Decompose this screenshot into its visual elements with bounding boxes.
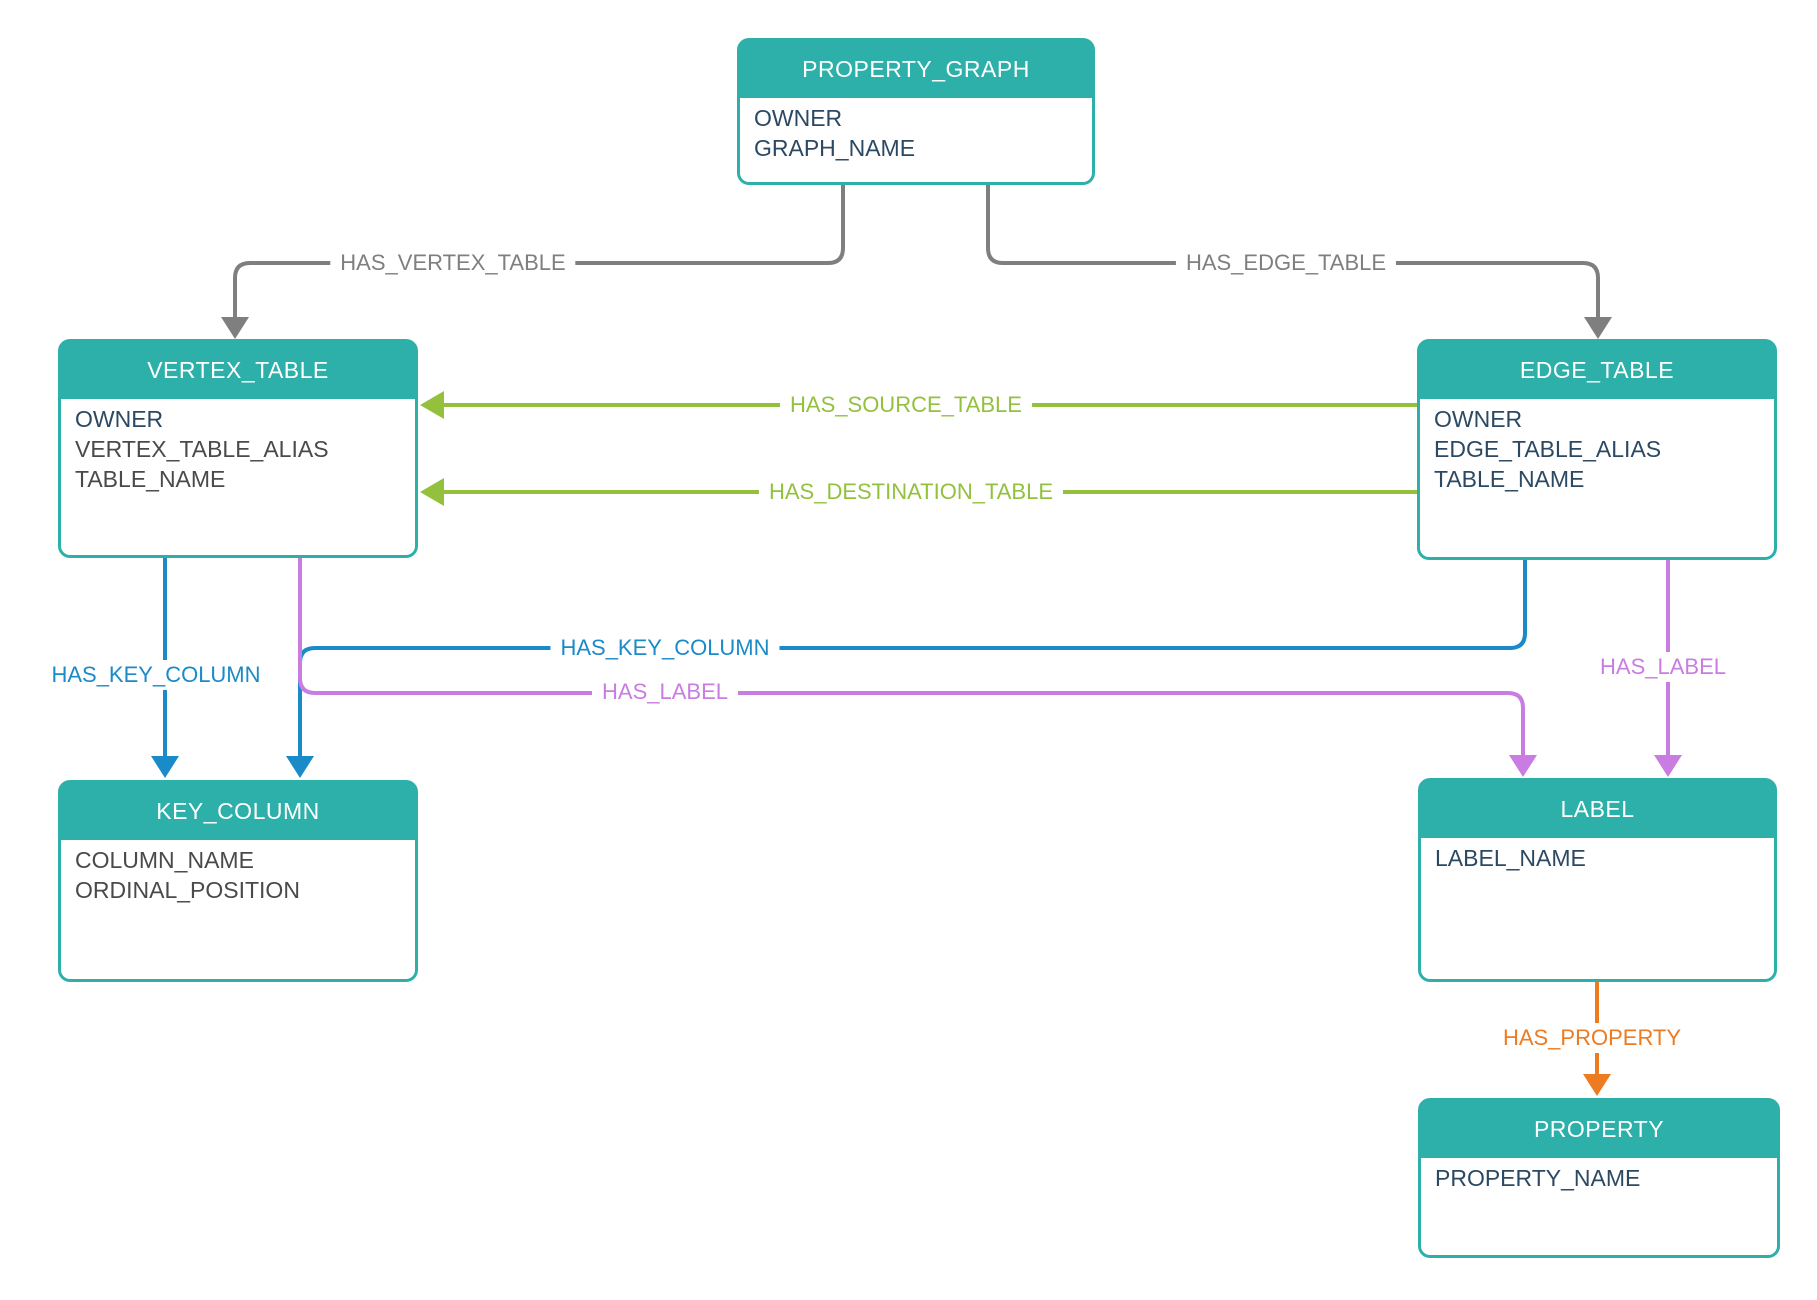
field-row: OWNER (754, 103, 1078, 133)
field-row: TABLE_NAME (1434, 464, 1760, 494)
edge-label-has-label-cross: HAS_LABEL (592, 677, 738, 707)
field-text: VERTEX_TABLE_ALIAS (75, 436, 329, 462)
edge-label-text: HAS_VERTEX_TABLE (340, 250, 566, 275)
field-row: OWNER (75, 404, 401, 434)
entity-property-graph-fields: OWNER GRAPH_NAME (740, 97, 1092, 163)
edge-label-text: HAS_LABEL (602, 679, 728, 704)
field-text: OWNER (1434, 406, 1523, 432)
edge-label-has-key-column-cross: HAS_KEY_COLUMN (550, 633, 780, 663)
field-text: GRAPH_NAME (754, 135, 916, 161)
edge-label-text: HAS_LABEL (1600, 654, 1726, 679)
entity-title-text: EDGE_TABLE (1519, 356, 1675, 383)
field-text: EDGE_TABLE_ALIAS (1434, 436, 1662, 462)
has-label-cross-arrowhead (1509, 755, 1537, 777)
entity-property: PROPERTY PROPERTY_NAME (1418, 1098, 1780, 1258)
entity-edge-table: EDGE_TABLE OWNER EDGE_TABLE_ALIAS TABLE_… (1417, 339, 1777, 560)
field-row: VERTEX_TABLE_ALIAS (75, 434, 401, 464)
entity-vertex-table-fields: OWNER VERTEX_TABLE_ALIAS TABLE_NAME (61, 398, 415, 494)
field-text: OWNER (754, 105, 843, 131)
field-text: LABEL_NAME (1435, 845, 1586, 871)
field-text: PROPERTY_NAME (1435, 1165, 1641, 1191)
entity-vertex-table-title: VERTEX_TABLE (60, 341, 416, 399)
entity-property-graph-title: PROPERTY_GRAPH (739, 40, 1093, 98)
field-row: TABLE_NAME (75, 464, 401, 494)
has-vertex-table-arrowhead (221, 317, 249, 339)
edge-label-text: HAS_KEY_COLUMN (51, 662, 261, 687)
entity-edge-table-title: EDGE_TABLE (1419, 341, 1775, 399)
entity-vertex-table: VERTEX_TABLE OWNER VERTEX_TABLE_ALIAS TA… (58, 339, 418, 558)
field-text: TABLE_NAME (75, 466, 226, 492)
edge-label-has-vertex-table: HAS_VERTEX_TABLE (330, 248, 576, 278)
edge-label-has-property: HAS_PROPERTY (1492, 1023, 1692, 1053)
has-key-column-cross-connector (298, 560, 1527, 756)
field-row: ORDINAL_POSITION (75, 875, 401, 905)
has-label-right-arrowhead (1654, 755, 1682, 777)
field-text: ORDINAL_POSITION (75, 877, 300, 903)
field-text: TABLE_NAME (1434, 466, 1585, 492)
edge-label-has-label-right: HAS_LABEL (1590, 652, 1736, 682)
edge-label-has-source-table: HAS_SOURCE_TABLE (780, 390, 1032, 420)
edge-label-has-destination-table: HAS_DESTINATION_TABLE (758, 477, 1064, 507)
field-row: GRAPH_NAME (754, 133, 1078, 163)
field-row: LABEL_NAME (1435, 843, 1760, 873)
field-row: COLUMN_NAME (75, 845, 401, 875)
entity-key-column-fields: COLUMN_NAME ORDINAL_POSITION (61, 839, 415, 905)
edge-label-text: HAS_PROPERTY (1502, 1025, 1682, 1050)
entity-property-fields: PROPERTY_NAME (1421, 1157, 1777, 1193)
edge-label-text: HAS_DESTINATION_TABLE (768, 479, 1054, 504)
entity-property-graph: PROPERTY_GRAPH OWNER GRAPH_NAME (737, 38, 1095, 185)
has-destination-table-arrowhead (420, 478, 444, 506)
entity-title-text: VERTEX_TABLE (147, 356, 329, 383)
entity-title-text: PROPERTY (1533, 1115, 1665, 1142)
entity-title-text: KEY_COLUMN (156, 797, 320, 824)
entity-key-column: KEY_COLUMN COLUMN_NAME ORDINAL_POSITION (58, 780, 418, 982)
has-property-arrowhead (1583, 1074, 1611, 1096)
entity-title-text: PROPERTY_GRAPH (802, 55, 1030, 82)
has-key-column-cross-arrowhead (286, 756, 314, 778)
has-key-column-left-arrowhead (151, 756, 179, 778)
entity-edge-table-fields: OWNER EDGE_TABLE_ALIAS TABLE_NAME (1420, 398, 1774, 494)
field-row: PROPERTY_NAME (1435, 1163, 1763, 1193)
entity-title-text: LABEL (1560, 795, 1635, 822)
has-label-cross-connector (298, 558, 1525, 755)
field-text: COLUMN_NAME (75, 847, 254, 873)
entity-key-column-title: KEY_COLUMN (60, 782, 416, 840)
edge-label-text: HAS_SOURCE_TABLE (790, 392, 1022, 417)
field-row: EDGE_TABLE_ALIAS (1434, 434, 1760, 464)
has-edge-table-arrowhead (1584, 317, 1612, 339)
edge-label-text: HAS_KEY_COLUMN (560, 635, 770, 660)
has-source-table-arrowhead (420, 391, 444, 419)
entity-label-fields: LABEL_NAME (1421, 837, 1774, 873)
entity-label: LABEL LABEL_NAME (1418, 778, 1777, 982)
field-text: OWNER (75, 406, 164, 432)
entity-label-title: LABEL (1420, 780, 1775, 838)
edge-label-has-key-column-left: HAS_KEY_COLUMN (41, 660, 271, 690)
entity-property-title: PROPERTY (1420, 1100, 1778, 1158)
edge-label-text: HAS_EDGE_TABLE (1185, 250, 1387, 275)
field-row: OWNER (1434, 404, 1760, 434)
edge-label-has-edge-table: HAS_EDGE_TABLE (1175, 248, 1397, 278)
